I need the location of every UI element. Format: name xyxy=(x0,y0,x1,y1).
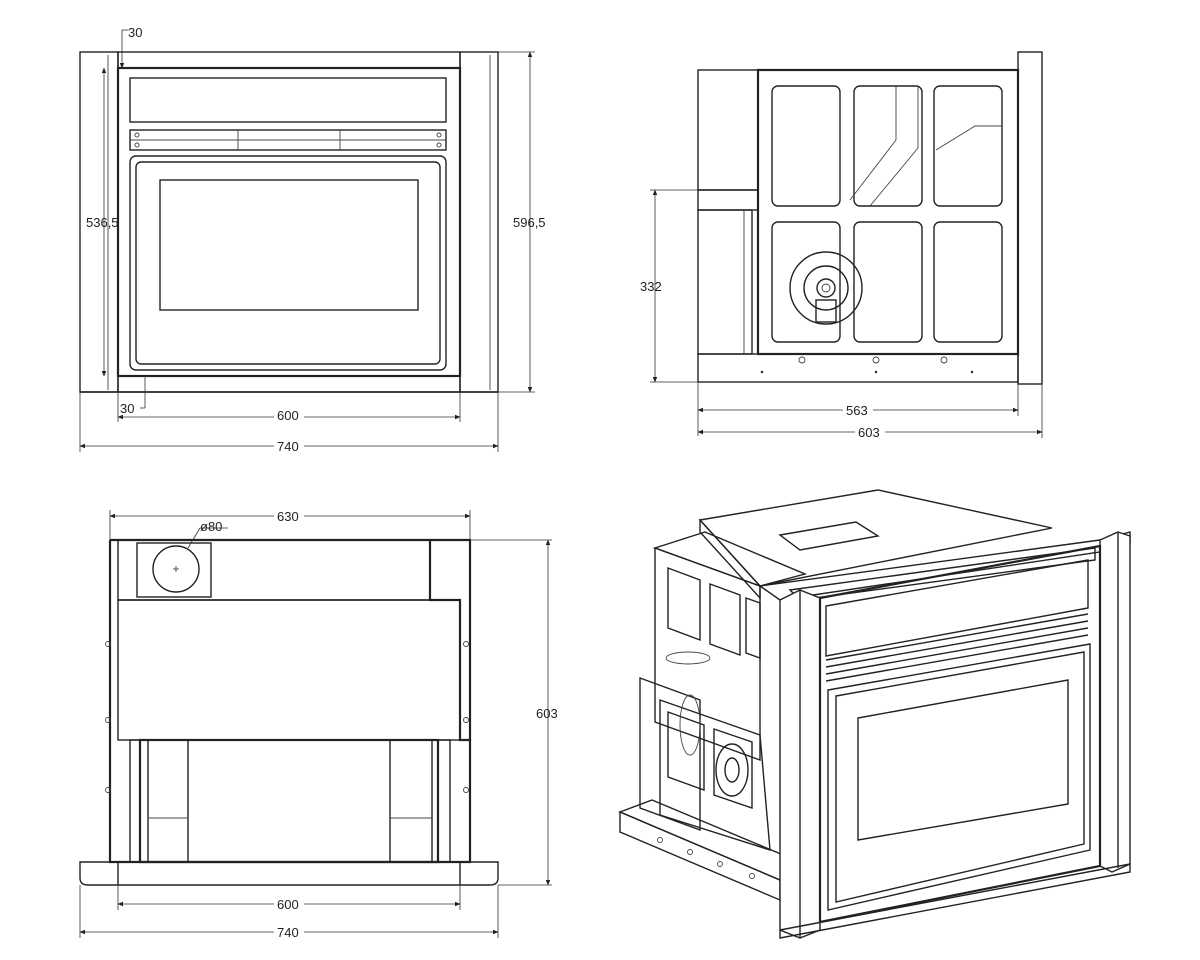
dim-depth-inner: 563 xyxy=(846,403,868,418)
iso-top-lid xyxy=(698,489,1053,587)
dim-top-total-width: 740 xyxy=(277,925,299,940)
side-frame xyxy=(756,68,1020,356)
isometric-view xyxy=(618,489,1131,939)
dim-depth-total: 603 xyxy=(858,425,880,440)
side-front-trim xyxy=(1017,51,1043,385)
dim-total-width: 740 xyxy=(277,439,299,454)
front-body xyxy=(117,51,461,393)
dim-total-height: 596,5 xyxy=(513,215,546,230)
iso-side-lower xyxy=(659,699,771,851)
fan-housing xyxy=(789,251,863,325)
dim-top-depth: 603 xyxy=(536,706,558,721)
vent-circle xyxy=(152,545,200,593)
top-outline xyxy=(110,538,472,742)
dim-vent-diameter: ø80 xyxy=(200,519,222,534)
oven-door xyxy=(129,155,447,371)
dim-top-gap: 30 xyxy=(128,25,142,40)
top-view: 630 ø80 603 600 740 xyxy=(79,509,558,940)
dim-top-inner-width: 600 xyxy=(277,897,299,912)
control-panel xyxy=(129,77,447,123)
dim-inner-width: 600 xyxy=(277,408,299,423)
dim-top-width: 630 xyxy=(277,509,299,524)
front-view: 30 30 536,5 596,5 600 740 xyxy=(79,25,546,454)
iso-door xyxy=(827,643,1091,911)
iso-control-panel xyxy=(825,559,1089,657)
door-window xyxy=(159,179,419,311)
top-rear-panel xyxy=(117,599,461,741)
side-view: 332 563 603 xyxy=(640,51,1043,440)
dim-door-height: 536,5 xyxy=(86,215,119,230)
iso-front-right-post xyxy=(1099,531,1131,873)
top-front-plinth xyxy=(79,861,499,886)
side-base-rail xyxy=(697,353,1019,383)
dim-side-height: 332 xyxy=(640,279,662,294)
front-right-trim xyxy=(459,51,499,393)
iso-front-face xyxy=(818,544,1102,924)
iso-door-window xyxy=(857,679,1069,841)
vent-box xyxy=(136,542,212,598)
dim-bottom-gap: 30 xyxy=(120,401,134,416)
